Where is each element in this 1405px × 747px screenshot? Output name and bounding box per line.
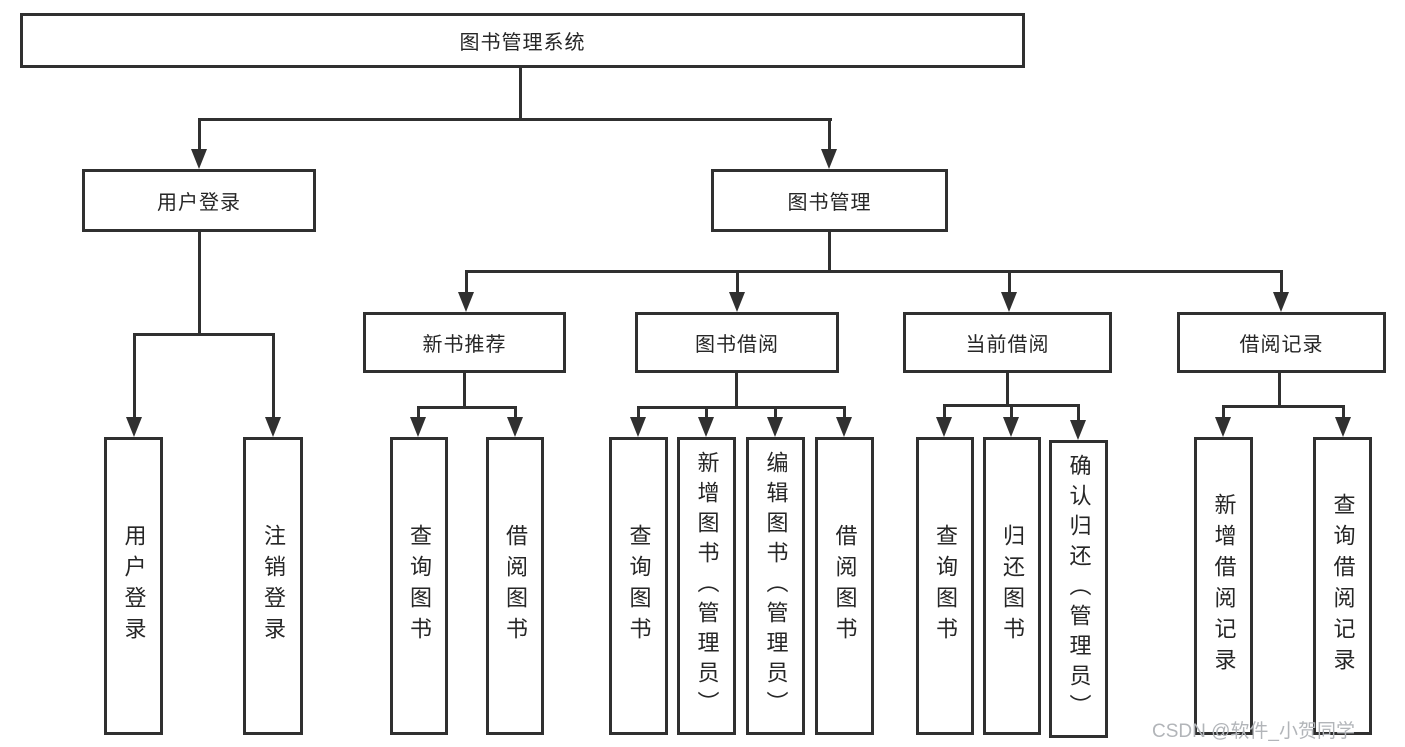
node-label: 借阅记录 xyxy=(1239,334,1324,356)
connector-stem xyxy=(463,373,466,408)
arrowhead-down-icon xyxy=(507,417,523,437)
node-root-system: 图书管理系统 xyxy=(20,13,1025,68)
connector-stem xyxy=(1077,404,1080,422)
arrowhead-down-icon xyxy=(1003,417,1019,437)
arrowhead-down-icon xyxy=(630,417,646,437)
leaf-label: 新增借阅记录 xyxy=(1211,493,1237,679)
arrowhead-down-icon xyxy=(767,417,783,437)
connector-stem xyxy=(1008,270,1011,294)
connector-stem xyxy=(1278,373,1281,407)
leaf-add-books-admin: 新增图书（管理员） xyxy=(677,437,736,735)
arrowhead-down-icon xyxy=(1215,417,1231,437)
connector-stem xyxy=(465,270,468,294)
connector-stem xyxy=(1222,405,1225,420)
node-label: 新书推荐 xyxy=(422,334,507,356)
node-book-borrow: 图书借阅 xyxy=(635,312,839,373)
arrowhead-down-icon xyxy=(1001,292,1017,312)
leaf-borrow-books: 借阅图书 xyxy=(815,437,874,735)
arrowhead-down-icon xyxy=(1070,420,1086,440)
connector-hbar xyxy=(637,406,846,409)
leaf-logout: 注销登录 xyxy=(243,437,303,735)
node-borrow-records: 借阅记录 xyxy=(1177,312,1386,373)
connector-stem xyxy=(705,406,708,420)
connector-stem xyxy=(417,406,420,420)
connector-root-hbar xyxy=(198,118,832,121)
arrowhead-down-icon xyxy=(126,417,142,437)
arrowhead-down-icon xyxy=(1335,417,1351,437)
node-current-borrow: 当前借阅 xyxy=(903,312,1112,373)
connector-stem xyxy=(198,118,201,151)
connector-stem xyxy=(272,333,275,419)
leaf-label: 查询图书 xyxy=(933,524,958,648)
connector-root-stem xyxy=(519,68,522,121)
arrowhead-down-icon xyxy=(821,149,837,169)
leaf-label: 借阅图书 xyxy=(503,524,528,648)
connector-stem xyxy=(1280,270,1283,294)
arrowhead-down-icon xyxy=(729,292,745,312)
node-label: 图书借阅 xyxy=(695,334,779,356)
leaf-edit-books-admin: 编辑图书（管理员） xyxy=(746,437,805,735)
leaf-query-books-current: 查询图书 xyxy=(916,437,974,735)
leaf-user-login: 用户登录 xyxy=(104,437,163,735)
connector-hbar xyxy=(465,270,1283,273)
leaf-label: 用户登录 xyxy=(121,524,147,648)
connector-stem xyxy=(1006,373,1009,406)
connector-stem xyxy=(943,404,946,420)
arrowhead-down-icon xyxy=(1273,292,1289,312)
leaf-confirm-return-admin: 确认归还（管理员） xyxy=(1049,440,1108,738)
leaf-add-borrow-record: 新增借阅记录 xyxy=(1194,437,1253,735)
leaf-label: 归还图书 xyxy=(1000,524,1025,648)
leaf-label: 借阅图书 xyxy=(832,524,858,648)
node-label: 图书管理 xyxy=(787,192,872,214)
node-book-management: 图书管理 xyxy=(711,169,948,232)
leaf-label: 确认归还（管理员） xyxy=(1066,454,1092,724)
leaf-label: 编辑图书（管理员） xyxy=(763,451,789,721)
connector-stem xyxy=(735,373,738,408)
leaf-return-books: 归还图书 xyxy=(983,437,1041,735)
connector-stem xyxy=(828,232,831,272)
node-user-login: 用户登录 xyxy=(82,169,316,232)
leaf-label: 查询借阅记录 xyxy=(1330,493,1356,679)
connector-stem xyxy=(1342,405,1345,420)
connector-stem xyxy=(198,232,201,335)
leaf-query-borrow-record: 查询借阅记录 xyxy=(1313,437,1372,735)
connector-stem xyxy=(1010,404,1013,420)
arrowhead-down-icon xyxy=(410,417,426,437)
arrowhead-down-icon xyxy=(836,417,852,437)
leaf-label: 查询图书 xyxy=(407,524,432,648)
leaf-label: 注销登录 xyxy=(261,524,286,648)
connector-stem xyxy=(637,406,640,420)
arrowhead-down-icon xyxy=(191,149,207,169)
connector-stem xyxy=(133,333,136,419)
node-label: 用户登录 xyxy=(157,192,241,214)
connector-stem xyxy=(736,270,739,294)
arrowhead-down-icon xyxy=(458,292,474,312)
connector-stem xyxy=(774,406,777,420)
node-label: 图书管理系统 xyxy=(459,32,586,54)
connector-hbar xyxy=(417,406,517,409)
node-label: 当前借阅 xyxy=(965,334,1050,356)
leaf-borrow-books-recommend: 借阅图书 xyxy=(486,437,544,735)
csdn-watermark: CSDN @软件_小贺同学 xyxy=(1152,721,1355,742)
connector-stem xyxy=(843,406,846,420)
arrowhead-down-icon xyxy=(936,417,952,437)
arrowhead-down-icon xyxy=(698,417,714,437)
connector-hbar xyxy=(1222,405,1345,408)
leaf-query-books-recommend: 查询图书 xyxy=(390,437,448,735)
arrowhead-down-icon xyxy=(265,417,281,437)
leaf-query-books-borrow: 查询图书 xyxy=(609,437,668,735)
leaf-label: 新增图书（管理员） xyxy=(694,451,720,721)
connector-stem xyxy=(514,406,517,420)
node-new-book-recommend: 新书推荐 xyxy=(363,312,566,373)
connector-hbar xyxy=(133,333,275,336)
leaf-label: 查询图书 xyxy=(626,524,652,648)
connector-stem xyxy=(828,118,831,151)
